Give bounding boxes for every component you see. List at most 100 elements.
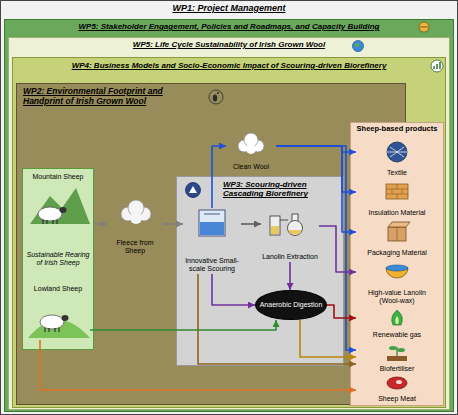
biofertiliser-icon-part [396, 347, 397, 356]
scouring-tank-icon-part [204, 214, 220, 215]
workpackage-band-text: WP2: Environmental Footprint and Handpri… [23, 87, 203, 107]
flow-arrow [289, 262, 291, 290]
lanolin-extraction-icon [270, 214, 303, 236]
clean-wool-icon-part [244, 133, 258, 147]
footprint-icon-part [213, 94, 217, 101]
project-band-text: WP1: Project Management [172, 3, 285, 13]
lowland-sheep-icon-part [62, 315, 69, 321]
lanolin-extraction-icon-part [270, 216, 280, 235]
clean-wool-icon-part [252, 140, 264, 152]
globe-icon-part [355, 43, 359, 47]
clean-wool-icon-part [246, 144, 256, 154]
lanolin-product-icon-part [386, 265, 408, 271]
sheep-type-label-text: Lowland Sheep [34, 285, 82, 293]
fleece-icon-part [130, 212, 142, 224]
flow-arrow [276, 146, 356, 152]
product-node-text: Renewable gas [373, 331, 421, 339]
lanolin-extraction-icon-part [288, 230, 302, 235]
sheep-meat-icon-part [396, 380, 402, 384]
fleece-icon-part [128, 200, 144, 216]
lowland-sheep-icon-part [45, 328, 59, 332]
sheep-type-label: Mountain Sheep [26, 172, 90, 226]
workpackage-band-text: WP5: Stakeholder Engagement, Policies an… [79, 22, 380, 31]
biorefinery-icon-part [189, 186, 197, 193]
textile-icon-part [387, 142, 407, 162]
flow-arrow [276, 146, 356, 350]
mountain-sheep-icon-part [43, 220, 57, 224]
scouring-tank-icon-part [200, 222, 224, 235]
mountain-sheep-icon-part [30, 188, 90, 224]
insulation-icon-part [386, 184, 408, 199]
globe-icon-part [353, 41, 364, 52]
product-node-text: Sheep Meat [378, 395, 416, 403]
process-node: Innovative Small-scale Scouring [183, 208, 241, 274]
flow-arrow [319, 226, 356, 272]
textile-icon-part [387, 147, 407, 157]
lowland-sheep-icon-part [28, 320, 90, 338]
product-node-text: Textile [387, 169, 407, 177]
products-panel: TextileInsulation MaterialPackaging Mate… [350, 122, 444, 406]
insulation-icon-part [386, 184, 408, 199]
product-node-text: Clean Wool [233, 163, 269, 171]
workpackage-band: Mountain SheepLowland SheepSustainable R… [16, 83, 406, 405]
biofertiliser-icon [387, 346, 407, 361]
chart-icon [431, 60, 443, 72]
lanolin-product-icon-part [386, 268, 408, 278]
workpackage-band: Mountain SheepLowland SheepSustainable R… [4, 19, 454, 412]
scouring-tank-icon [199, 210, 225, 236]
process-node-text: Lanolin Extraction [262, 253, 318, 261]
footprint-icon-part [217, 92, 219, 94]
packaging-icon [388, 222, 410, 241]
product-node-text: Insulation Material [369, 209, 426, 217]
product-node: Textile [356, 140, 438, 178]
mountain-sheep-icon [30, 188, 90, 224]
workpackage-band: Mountain SheepLowland SheepSustainable R… [12, 57, 446, 408]
chart-icon-part [434, 62, 440, 69]
product-node: Renewable gas [356, 308, 438, 340]
lanolin-product-icon [386, 265, 408, 278]
scouring-tank-icon-part [199, 210, 225, 236]
biofertiliser-icon-part [389, 346, 397, 350]
product-node-text: High-value Lanolin (Wool-wax) [365, 289, 429, 305]
sheep-meat-icon-part [387, 377, 407, 389]
flow-arrow [94, 223, 107, 225]
products-panel-text: Sheep-based products [357, 125, 438, 134]
product-node-text: Packaging Material [367, 249, 427, 257]
product-node-text: Biofertiliser [380, 365, 415, 373]
packaging-icon-part [397, 227, 398, 241]
digester-oval-fill [256, 291, 327, 320]
packaging-icon-part [388, 222, 410, 227]
product-node: Clean Wool [226, 130, 276, 172]
stakeholder-icon-part [419, 22, 429, 32]
clean-wool-icon-part [238, 140, 250, 152]
globe-icon [353, 41, 364, 52]
biorefinery-box: Innovative Small-scale ScouringLanolin E… [176, 176, 344, 366]
fleece-icon [121, 200, 151, 224]
workpackage-band-text: WP4: Business Models and Socio-Economic … [72, 61, 387, 70]
sheep-meat-icon [387, 377, 407, 389]
workpackage-band: Mountain SheepLowland SheepSustainable R… [8, 37, 450, 410]
digester-oval: Anaerobic Digestion [255, 290, 327, 320]
lowland-sheep-icon-part [40, 315, 64, 329]
footprint-icon [209, 90, 223, 104]
product-node: Packaging Material [356, 220, 438, 258]
sheep-type-label: Lowland Sheep [26, 284, 90, 340]
chart-icon-part [431, 60, 443, 72]
biofertiliser-icon-part [387, 356, 407, 361]
flow-arrow [40, 340, 356, 390]
product-node: High-value Lanolin (Wool-wax) [356, 260, 438, 306]
flow-arrow [327, 305, 356, 318]
flow-arrow [241, 223, 261, 225]
stakeholder-icon-part [420, 27, 428, 28]
lanolin-extraction-icon-part [271, 226, 279, 234]
flow-arrow [276, 146, 356, 232]
fleece-icon-part [137, 207, 151, 221]
flow-arrow [163, 223, 183, 225]
gas-flame-icon-part [395, 316, 399, 324]
footprint-icon-part [209, 90, 223, 104]
lowland-sheep-icon [28, 315, 90, 338]
sheep-rearing-box: Mountain SheepLowland SheepSustainable R… [22, 168, 94, 350]
workpackage-band-text: WP5: Life Cycle Sustainability of Irish … [133, 40, 325, 49]
flow-arrow [276, 146, 356, 192]
